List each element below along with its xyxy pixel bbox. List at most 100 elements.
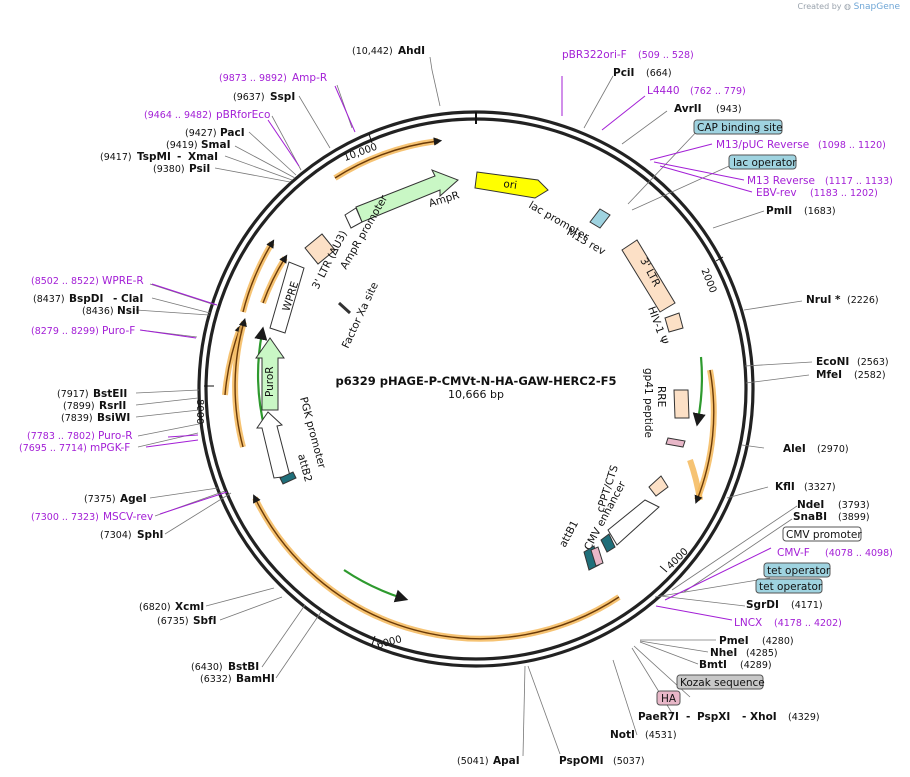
feature-attb1-label: attB1 (557, 519, 581, 550)
orf-arc-right2-line (694, 369, 715, 504)
svg-text:(4285): (4285) (746, 648, 778, 659)
feature-rre-label: RRE (655, 386, 667, 407)
feature-ampr-promoter (344, 207, 363, 229)
site-kfli: KflI (775, 481, 795, 493)
svg-text:(10,442): (10,442) (352, 46, 393, 57)
feature-wpre (269, 261, 305, 334)
site-tspmi: TspMI (137, 151, 171, 163)
primer-pbr322ori-f: pBR322ori-F (562, 49, 627, 61)
orf-arc-left4-line (262, 254, 288, 304)
svg-text:(6430): (6430) (191, 662, 223, 673)
svg-text:(7304): (7304) (100, 530, 132, 541)
primer-mpgk-f: mPGK-F (90, 442, 130, 454)
green-arc-right (692, 356, 706, 427)
site-sspi: SspI (270, 91, 295, 103)
feature-attb2-label: attB2 (295, 453, 314, 484)
site-bmti: BmtI (699, 659, 727, 671)
svg-text:(2582): (2582) (854, 370, 886, 381)
box-kozak-sequence: Kozak sequence (680, 677, 765, 689)
svg-text:(2970): (2970) (817, 444, 849, 455)
feature-ori-label: ori (503, 178, 518, 192)
plasmid-length: 10,666 bp (448, 388, 504, 401)
feature-3ltr-du3 (304, 233, 336, 265)
site-bsiwi: BsiWI (97, 412, 130, 424)
feature-cmv-promoter-mark (600, 533, 616, 553)
svg-text:-: - (113, 293, 117, 305)
svg-text:(3793): (3793) (838, 500, 870, 511)
svg-text:(3327): (3327) (804, 482, 836, 493)
orf-arc-left3-line (234, 317, 247, 448)
svg-text:(509 .. 528): (509 .. 528) (638, 50, 694, 61)
primer-m13-puc-reverse: M13/pUC Reverse (716, 139, 809, 151)
svg-text:(9419): (9419) (166, 140, 198, 151)
site-alei: AleI (783, 443, 806, 455)
site-bamhi: BamHI (236, 673, 275, 685)
site-bspdi: BspDI (69, 293, 103, 305)
svg-text:(9417): (9417) (100, 152, 132, 163)
feature-attb2 (279, 471, 297, 485)
svg-text:(6735): (6735) (157, 616, 189, 627)
primer-pbrforeco: pBRforEco (216, 109, 270, 121)
box-cap-binding-site: CAP binding site (697, 122, 783, 134)
plasmid-name: p6329 pHAGE-P-CMVt-N-HA-GAW-HERC2-F5 (336, 374, 617, 388)
site-sphi: SphI (137, 529, 163, 541)
svg-text:(5037): (5037) (613, 756, 645, 767)
site-nsii: NsiI (117, 305, 140, 317)
svg-text:(7695 .. 7714): (7695 .. 7714) (19, 443, 87, 454)
feature-3ltr (621, 239, 676, 313)
feature-hiv-psi-label: HIV-1 Ψ (645, 305, 670, 346)
svg-text:(8279 .. 8299): (8279 .. 8299) (31, 326, 99, 337)
svg-text:8000: 8000 (194, 399, 205, 424)
svg-text:2000: 2000 (698, 267, 718, 295)
feature-cmv-enhancer (607, 499, 660, 546)
feature-ha-mark (590, 546, 604, 567)
svg-text:(3899): (3899) (838, 512, 870, 523)
orf-arcs (222, 137, 717, 642)
site-bstbi: BstBI (228, 661, 259, 673)
svg-text:(4178 .. 4202): (4178 .. 4202) (774, 618, 842, 629)
site-sbfi: SbfI (193, 615, 217, 627)
feature-rre (673, 389, 690, 419)
site-ndei: NdeI (797, 499, 824, 511)
primer-m13-reverse: M13 Reverse (747, 175, 815, 187)
site-pmli: PmlI (766, 205, 792, 217)
primer-wpre-r: WPRE-R (102, 275, 144, 287)
svg-text:(7899): (7899) (63, 401, 95, 412)
feature-hiv-psi (664, 312, 684, 333)
site-nhei: NheI (710, 647, 737, 659)
svg-text:(8436): (8436) (82, 306, 114, 317)
svg-text:(2563): (2563) (857, 357, 889, 368)
box-tet-operator-1: tet operator (767, 565, 831, 577)
site-noti: NotI (610, 729, 635, 741)
feature-puror-label: PuroR (264, 366, 276, 397)
orf-arc-left1-line (242, 239, 275, 313)
primer-puro-r: Puro-R (98, 430, 133, 442)
primer-mscv-rev: MSCV-rev (103, 511, 153, 523)
credit-brand: SnapGene (853, 2, 900, 12)
svg-text:(1117 .. 1133): (1117 .. 1133) (825, 176, 893, 187)
site-xcmi: XcmI (175, 601, 204, 613)
svg-text:(6332): (6332) (200, 674, 232, 685)
primer-amp-r: Amp-R (292, 72, 327, 84)
site-avrii: AvrII (674, 103, 702, 115)
site-agei: AgeI (120, 493, 147, 505)
feature-factor-xa (337, 301, 352, 315)
feature-ampr (355, 169, 459, 223)
site-psii: PsiI (189, 163, 210, 175)
site-paci: PacI (220, 127, 245, 139)
leader-lines (135, 56, 813, 757)
svg-text:(9873 .. 9892): (9873 .. 9892) (219, 73, 287, 84)
green-arc-bottom (343, 569, 409, 603)
feature-factor-xa-label: Factor Xa site (340, 280, 381, 350)
orf-arc-right2 (694, 369, 717, 502)
primer-leaders (139, 76, 772, 621)
svg-text:(1098 .. 1120): (1098 .. 1120) (818, 140, 886, 151)
svg-text:(7839): (7839) (61, 413, 93, 424)
orf-arc-top-line (334, 137, 443, 179)
svg-text:(5041): (5041) (457, 756, 489, 767)
svg-text:(2226): (2226) (847, 295, 879, 306)
svg-text:(762 .. 779): (762 .. 779) (690, 86, 746, 97)
primer-puro-f: Puro-F (102, 325, 135, 337)
tick-8000: 8000 (194, 385, 214, 424)
features: ori AmpR AmpR promoter 3' LTR (ΔU3) WPRE… (255, 169, 690, 571)
